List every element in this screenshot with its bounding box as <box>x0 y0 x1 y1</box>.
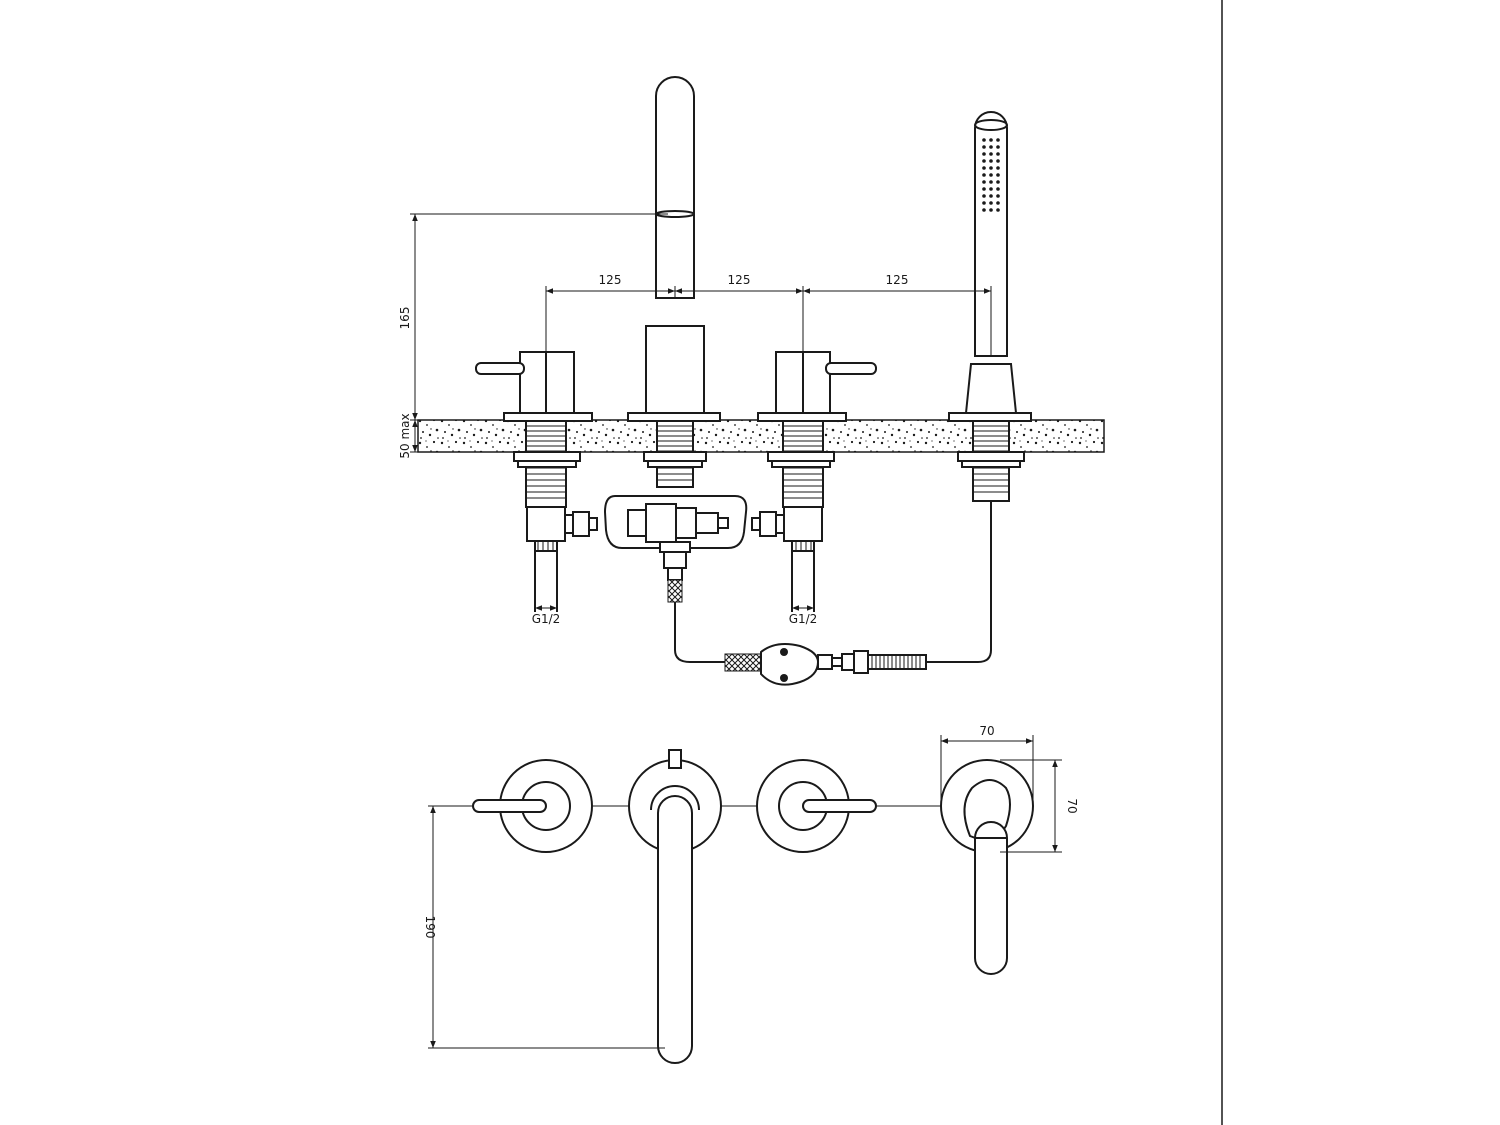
dim-label-spacing-2: 125 <box>728 273 751 287</box>
dimension-lines <box>410 213 992 611</box>
front-elevation: 125 125 125 165 50 max G1/2 G1/2 <box>398 76 1105 686</box>
plan-dimension-lines <box>428 735 1062 1049</box>
right-valve-plan <box>756 759 877 853</box>
dim-label-thread-left: G1/2 <box>532 612 561 626</box>
dim-label-spout-reach: 190 <box>423 916 437 939</box>
dim-label-spacing-1: 125 <box>599 273 622 287</box>
shower-hose <box>674 501 992 686</box>
spout-plan <box>628 749 722 1064</box>
dim-label-shower-width: 70 <box>979 724 994 738</box>
plan-view: 70 70 190 <box>423 724 1079 1064</box>
diverter-assembly <box>603 495 748 603</box>
dim-label-deck-thickness: 50 max <box>398 413 412 458</box>
hose-coil <box>867 654 927 670</box>
left-valve-plan <box>472 759 593 853</box>
hand-shower <box>948 111 1032 502</box>
spout <box>627 76 721 488</box>
shower-nozzles <box>982 138 1000 212</box>
dim-label-spacing-3: 125 <box>886 273 909 287</box>
dim-label-shower-depth: 70 <box>1065 798 1079 813</box>
dim-label-spout-height: 165 <box>398 307 412 330</box>
left-valve <box>475 351 598 612</box>
dim-label-thread-right: G1/2 <box>789 612 818 626</box>
shower-plan <box>940 759 1034 975</box>
right-valve <box>751 351 877 612</box>
